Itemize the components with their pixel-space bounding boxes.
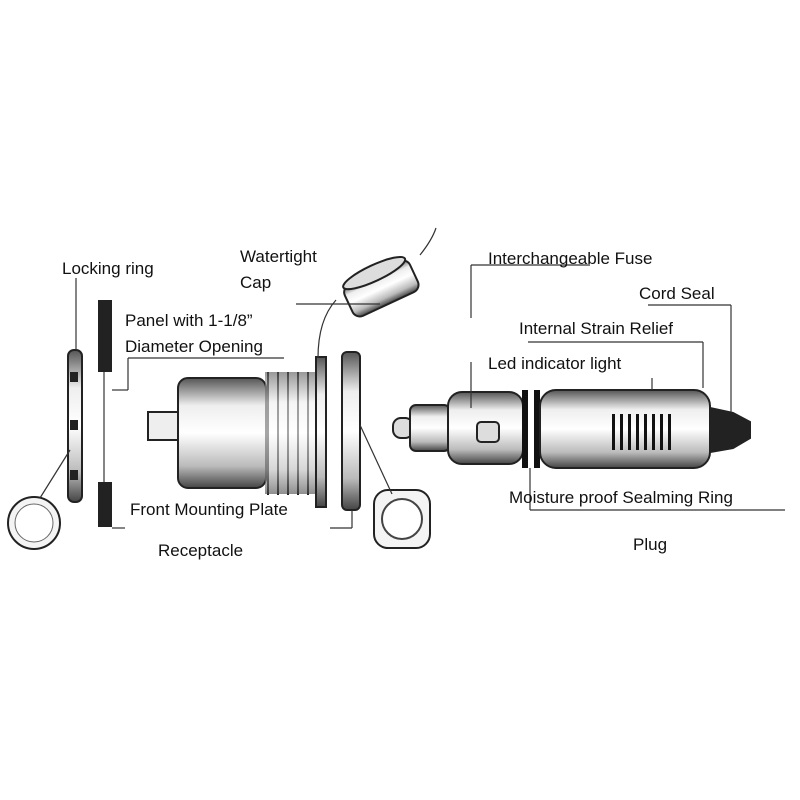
label-locking-ring: Locking ring bbox=[62, 259, 154, 278]
label-watertight-cap-line1: Watertight bbox=[240, 247, 317, 266]
receptacle bbox=[147, 356, 327, 508]
label-cord-seal: Cord Seal bbox=[639, 284, 715, 303]
label-watertight-cap-line2: Cap bbox=[240, 273, 271, 292]
label-panel-line2: Diameter Opening bbox=[125, 337, 263, 356]
locking-ring bbox=[7, 349, 83, 550]
plug bbox=[392, 389, 751, 469]
leader-lines bbox=[75, 264, 785, 529]
label-moisture-proof-sealing-ring: Moisture proof Sealming Ring bbox=[509, 488, 733, 507]
label-receptacle: Receptacle bbox=[158, 541, 243, 560]
panel bbox=[98, 300, 112, 527]
label-front-mounting-plate: Front Mounting Plate bbox=[130, 500, 288, 519]
front-mounting-plate bbox=[341, 351, 431, 549]
label-plug: Plug bbox=[633, 535, 667, 554]
watertight-cap bbox=[317, 227, 437, 359]
label-internal-strain-relief: Internal Strain Relief bbox=[519, 319, 673, 338]
label-interchangeable-fuse: Interchangeable Fuse bbox=[488, 249, 652, 268]
label-panel-line1: Panel with 1-1/8” bbox=[125, 311, 253, 330]
label-led-indicator-light: Led indicator light bbox=[488, 354, 622, 373]
